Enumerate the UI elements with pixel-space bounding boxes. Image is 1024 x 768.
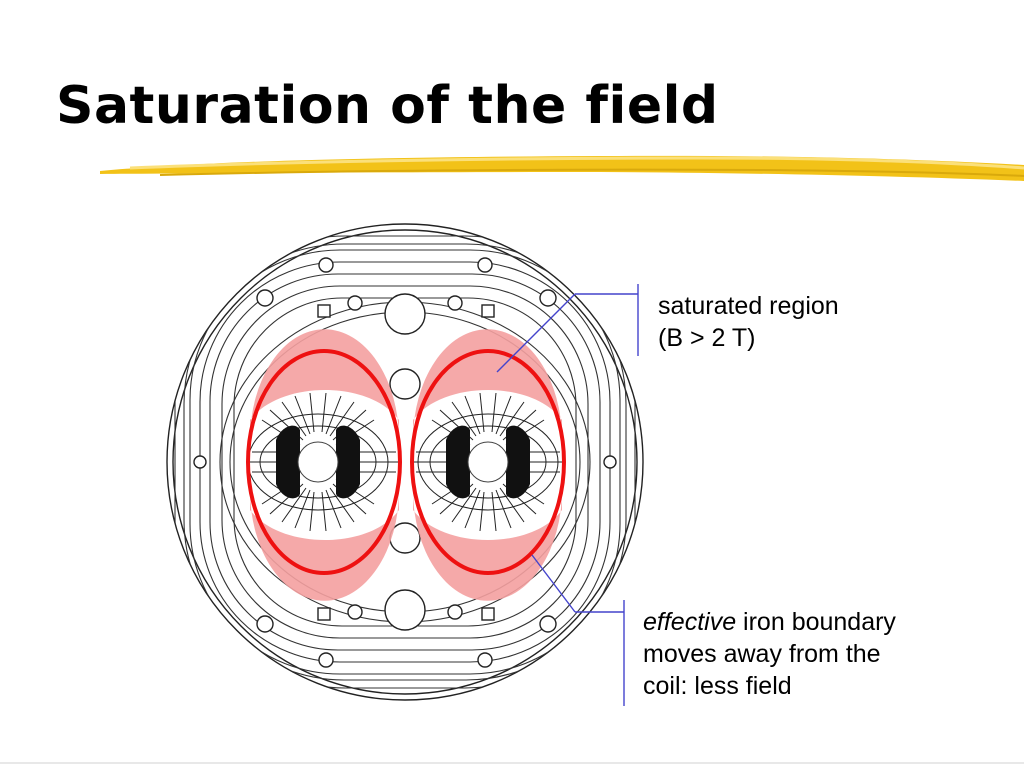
left-beam-pipe	[297, 441, 339, 483]
title-underline	[100, 155, 1024, 181]
saturated-label-line1: saturated region	[658, 292, 839, 320]
saturated-region-label: saturated region (B > 2 T)	[658, 290, 839, 354]
effective-label-line2: moves away from the	[643, 640, 881, 668]
iron-yoke	[166, 223, 644, 701]
saturated-region-fill	[250, 329, 562, 601]
bottom-divider	[0, 762, 1024, 764]
effective-label-line1: effective iron boundary	[643, 606, 896, 638]
saturated-label-line2: (B > 2 T)	[658, 324, 756, 352]
saturated-region-outline	[246, 349, 566, 575]
callout-effective	[531, 554, 625, 706]
effective-word: effective	[643, 608, 737, 636]
effective-label-line1-rest: iron boundary	[736, 608, 896, 636]
effective-label-line3: coil: less field	[643, 672, 792, 700]
right-beam-pipe	[467, 441, 509, 483]
right-coil	[446, 425, 530, 499]
callout-saturated	[496, 284, 639, 373]
effective-boundary-label: effective iron boundary moves away from …	[643, 606, 896, 702]
slide-title: Saturation of the field	[56, 76, 719, 136]
yoke-holes	[193, 257, 617, 668]
left-coil	[276, 425, 360, 499]
